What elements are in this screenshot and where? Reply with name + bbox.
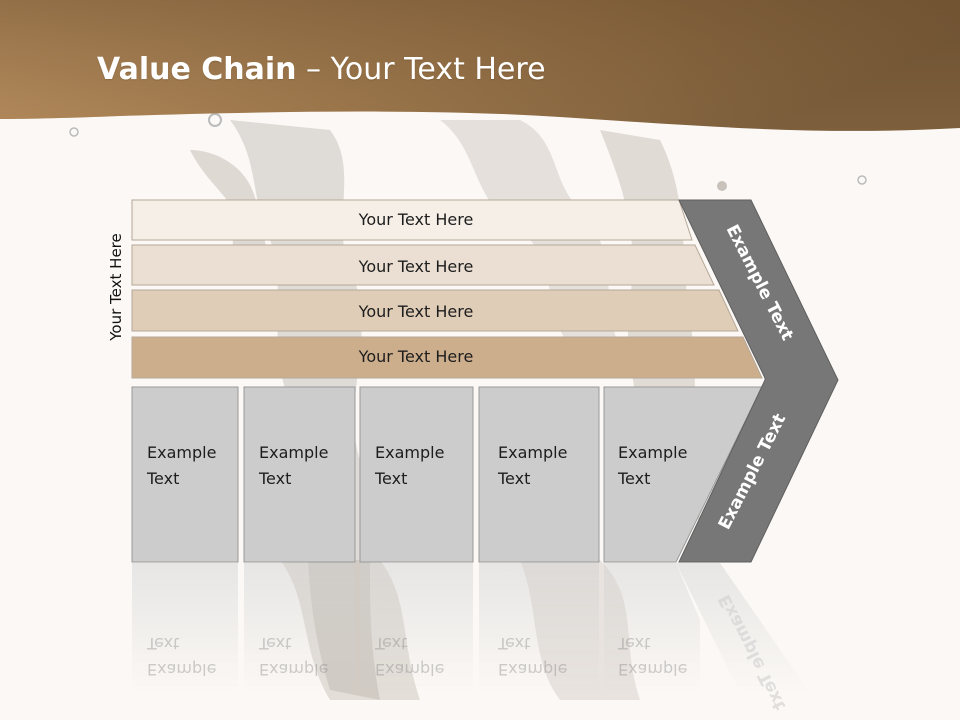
reflection-line2: Text <box>259 634 292 653</box>
bar-1: Your Text Here <box>131 244 715 286</box>
activity-box-4 <box>603 386 763 563</box>
box-label-0: Example Text <box>147 440 247 492</box>
reflection-line2: Text <box>498 634 531 653</box>
box-label-2: Example Text <box>375 440 475 492</box>
box-reflection-label-1: Example Text <box>259 630 359 682</box>
box-reflection-label-4: Example Text <box>618 630 718 682</box>
bar-2: Your Text Here <box>131 289 739 332</box>
box-label-4: Example Text <box>618 440 718 492</box>
reflection-line1: Example <box>259 660 329 679</box>
box-label-line1: Example <box>147 443 217 462</box>
title-bold-part: Value Chain <box>97 52 297 87</box>
reflection-line1: Example <box>375 660 445 679</box>
box-label-line1: Example <box>375 443 445 462</box>
bar-3: Your Text Here <box>131 336 763 379</box>
box-label-line1: Example <box>259 443 329 462</box>
activity-box-3 <box>478 386 600 563</box>
activity-box-1 <box>243 386 356 563</box>
box-reflection-label-0: Example Text <box>147 630 247 682</box>
box-label-line2: Text <box>259 469 292 488</box>
activity-box-0 <box>131 386 239 563</box>
box-reflection-label-3: Example Text <box>498 630 598 682</box>
box-label-line2: Text <box>375 469 408 488</box>
bar-0: Your Text Here <box>131 199 693 241</box>
box-label-1: Example Text <box>259 440 359 492</box>
activity-box-2 <box>359 386 474 563</box>
reflection-line1: Example <box>618 660 688 679</box>
bar-label: Your Text Here <box>358 347 474 366</box>
box-label-line2: Text <box>498 469 531 488</box>
title-rest-part: – Your Text Here <box>296 52 546 87</box>
slide-title: Value Chain – Your Text Here <box>97 52 546 87</box>
box-label-line1: Example <box>618 443 688 462</box>
box-label-line1: Example <box>498 443 568 462</box>
reflection-line1: Example <box>498 660 568 679</box>
bar-label: Your Text Here <box>358 257 474 276</box>
bar-label: Your Text Here <box>358 210 474 229</box>
header-band <box>0 0 960 131</box>
reflection-line2: Text <box>375 634 408 653</box>
reflection-line2: Text <box>618 634 651 653</box>
reflection-line2: Text <box>147 634 180 653</box>
box-reflections <box>132 563 810 693</box>
reflection-line1: Example <box>147 660 217 679</box>
box-label-line2: Text <box>618 469 651 488</box>
box-label-3: Example Text <box>498 440 598 492</box>
box-reflection-label-2: Example Text <box>375 630 475 682</box>
box-label-line2: Text <box>147 469 180 488</box>
bar-label: Your Text Here <box>358 302 474 321</box>
